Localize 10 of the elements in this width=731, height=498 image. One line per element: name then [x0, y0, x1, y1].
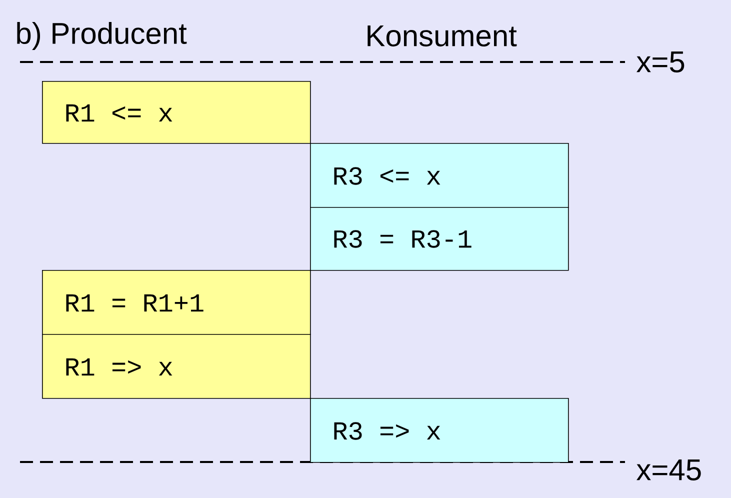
instruction-box: R3 => x: [310, 398, 569, 463]
instruction-box: R1 => x: [42, 334, 311, 399]
column-heading: b) Producent: [17, 22, 187, 50]
instruction-box: R3 = R3-1: [310, 207, 569, 271]
axis-value: x=45: [636, 460, 701, 480]
instruction-box: R3 <= x: [310, 143, 569, 208]
axis-value: x=5: [636, 52, 684, 72]
instruction-box: R1 <= x: [42, 81, 311, 144]
instruction-box: R1 = R1+1: [42, 270, 311, 335]
column-heading: Konsument: [368, 26, 517, 46]
